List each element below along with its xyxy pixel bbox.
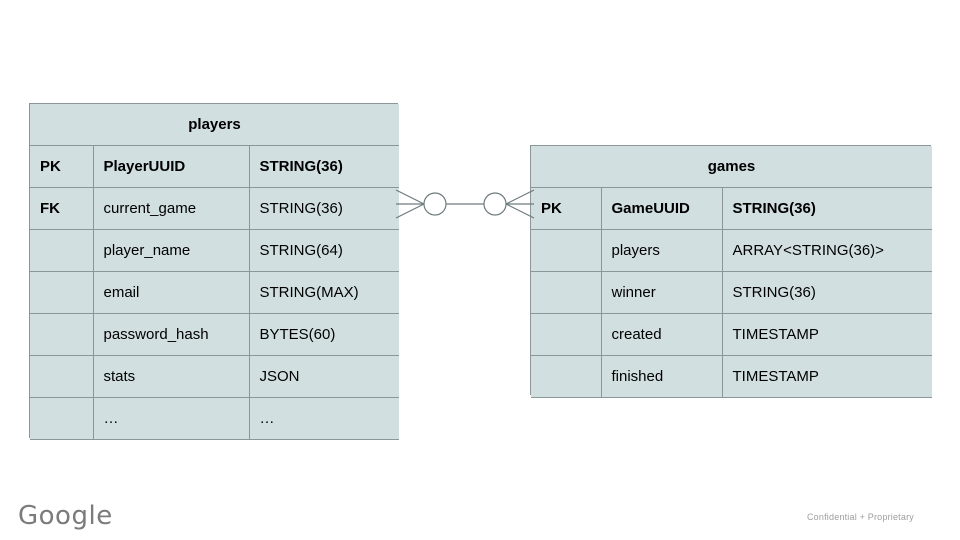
row-field-name: … bbox=[92, 397, 250, 440]
row-field-type: … bbox=[248, 397, 400, 440]
row-key-badge: PK bbox=[30, 145, 94, 188]
games-title-row: games bbox=[531, 146, 933, 188]
row-field-name: winner bbox=[600, 271, 723, 314]
row-key-badge bbox=[531, 313, 602, 356]
optionality-circle-right bbox=[483, 192, 507, 216]
row-key-badge bbox=[531, 271, 602, 314]
optionality-circle-left bbox=[423, 192, 447, 216]
row-key-badge: FK bbox=[30, 187, 94, 230]
row-field-type: BYTES(60) bbox=[248, 313, 400, 356]
crows-foot-left bbox=[395, 189, 425, 219]
relationship-connector-players-games[interactable] bbox=[390, 178, 540, 230]
row-key-badge bbox=[30, 271, 94, 314]
entity-table-games[interactable]: games PK GameUUID STRING(36) players ARR… bbox=[530, 145, 933, 398]
table-row[interactable]: finished TIMESTAMP bbox=[531, 355, 933, 398]
row-field-name: GameUUID bbox=[600, 187, 723, 230]
players-title-row: players bbox=[30, 104, 400, 146]
row-field-name: finished bbox=[600, 355, 723, 398]
row-field-type: STRING(36) bbox=[248, 187, 400, 230]
players-title: players bbox=[30, 104, 400, 146]
row-field-name: created bbox=[600, 313, 723, 356]
games-table: games PK GameUUID STRING(36) players ARR… bbox=[531, 146, 933, 398]
row-key-badge bbox=[30, 229, 94, 272]
google-logo: Google bbox=[18, 501, 113, 531]
table-row[interactable]: created TIMESTAMP bbox=[531, 313, 933, 356]
row-field-type: STRING(36) bbox=[721, 187, 933, 230]
table-row[interactable]: email STRING(MAX) bbox=[30, 271, 400, 314]
row-field-type: JSON bbox=[248, 355, 400, 398]
table-row[interactable]: FK current_game STRING(36) bbox=[30, 187, 400, 230]
row-field-type: STRING(36) bbox=[721, 271, 933, 314]
row-field-name: stats bbox=[92, 355, 250, 398]
row-field-type: ARRAY<STRING(36)> bbox=[721, 229, 933, 272]
row-field-name: current_game bbox=[92, 187, 250, 230]
row-field-name: password_hash bbox=[92, 313, 250, 356]
row-key-badge bbox=[531, 355, 602, 398]
entity-table-players[interactable]: players PK PlayerUUID STRING(36) FK curr… bbox=[29, 103, 400, 440]
table-row[interactable]: PK GameUUID STRING(36) bbox=[531, 187, 933, 230]
players-table: players PK PlayerUUID STRING(36) FK curr… bbox=[30, 104, 400, 440]
table-row[interactable]: … … bbox=[30, 397, 400, 440]
table-row[interactable]: players ARRAY<STRING(36)> bbox=[531, 229, 933, 272]
row-key-badge: PK bbox=[531, 187, 602, 230]
row-field-name: email bbox=[92, 271, 250, 314]
row-key-badge bbox=[30, 355, 94, 398]
row-key-badge bbox=[30, 397, 94, 440]
table-row[interactable]: password_hash BYTES(60) bbox=[30, 313, 400, 356]
row-field-type: STRING(MAX) bbox=[248, 271, 400, 314]
row-field-name: player_name bbox=[92, 229, 250, 272]
table-row[interactable]: PK PlayerUUID STRING(36) bbox=[30, 145, 400, 188]
crows-foot-right bbox=[505, 189, 535, 219]
row-key-badge bbox=[30, 313, 94, 356]
row-field-type: STRING(64) bbox=[248, 229, 400, 272]
table-row[interactable]: winner STRING(36) bbox=[531, 271, 933, 314]
confidentiality-note: Confidential + Proprietary bbox=[806, 512, 914, 522]
row-field-name: players bbox=[600, 229, 723, 272]
row-field-type: STRING(36) bbox=[248, 145, 400, 188]
row-field-name: PlayerUUID bbox=[92, 145, 250, 188]
row-field-type: TIMESTAMP bbox=[721, 355, 933, 398]
row-field-type: TIMESTAMP bbox=[721, 313, 933, 356]
table-row[interactable]: player_name STRING(64) bbox=[30, 229, 400, 272]
table-row[interactable]: stats JSON bbox=[30, 355, 400, 398]
row-key-badge bbox=[531, 229, 602, 272]
games-title: games bbox=[531, 146, 933, 188]
